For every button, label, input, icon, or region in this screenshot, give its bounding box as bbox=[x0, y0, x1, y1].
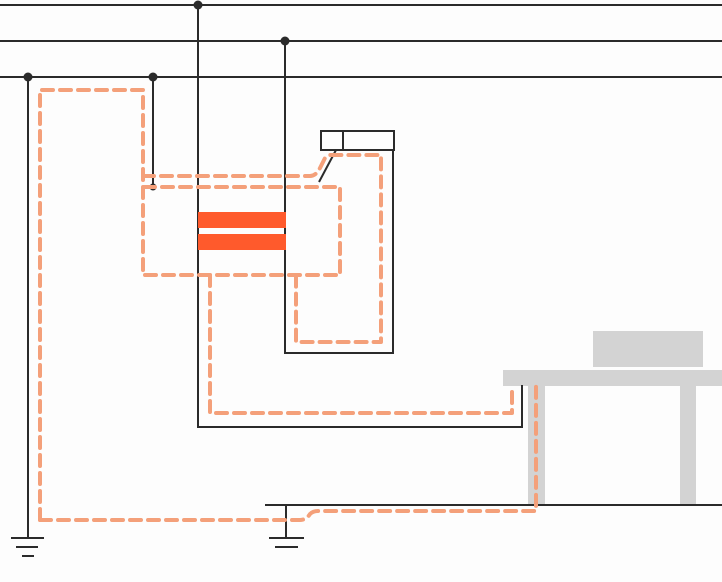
capacitor-symbol bbox=[198, 212, 286, 250]
table-leg-right bbox=[680, 386, 696, 505]
junction-dots bbox=[23, 0, 290, 191]
fault-current-path bbox=[38, 88, 538, 522]
ground-symbol-left bbox=[11, 537, 44, 557]
table-top bbox=[503, 370, 722, 386]
wire-to-switch bbox=[284, 41, 394, 354]
ground-symbol-mid bbox=[269, 537, 304, 548]
device-on-table bbox=[593, 331, 703, 367]
table-equipment bbox=[503, 331, 722, 505]
